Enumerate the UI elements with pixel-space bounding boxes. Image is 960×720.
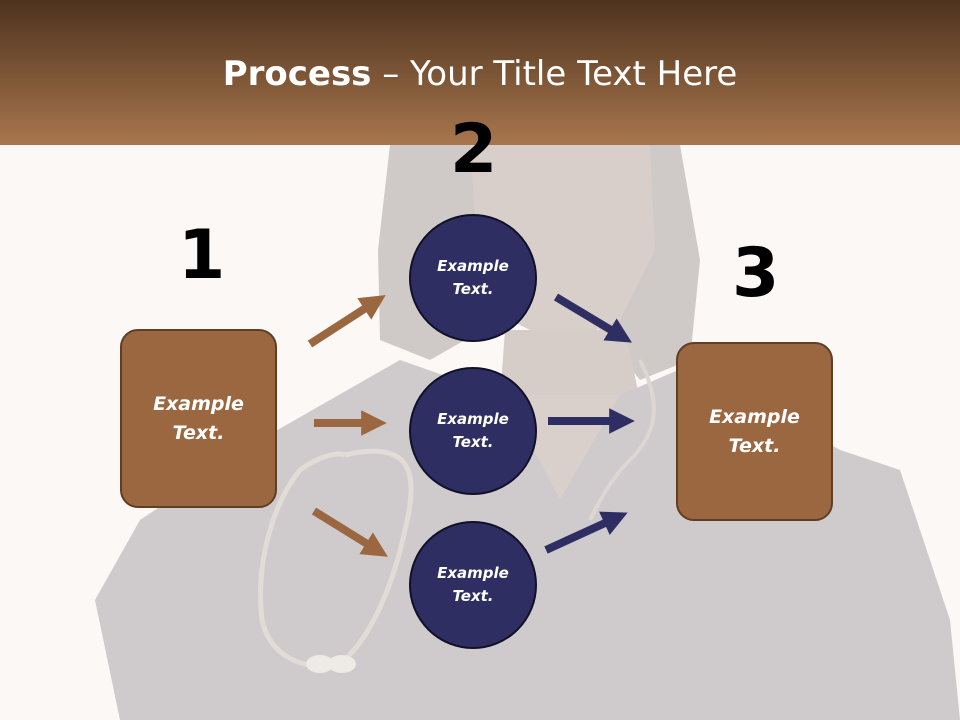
left-process-box: Example Text. [120, 329, 277, 508]
circle-bottom-text: Example Text. [437, 564, 509, 605]
arrow-left-to-top [307, 295, 386, 348]
right-process-box: Example Text. [676, 342, 833, 521]
circle-top-text: Example Text. [437, 257, 509, 298]
right-box-text: Example Text. [709, 405, 800, 457]
title-rest: – Your Title Text Here [371, 54, 738, 94]
title-bold: Process [222, 54, 372, 94]
slide-title: Process – Your Title Text Here [0, 52, 960, 96]
arrow-top-to-right [553, 293, 632, 343]
circle-middle-text: Example Text. [437, 410, 509, 451]
header-band [0, 0, 960, 145]
left-box-text: Example Text. [153, 392, 244, 444]
circle-bottom: Example Text. [409, 521, 537, 649]
arrow-left-to-bottom [311, 507, 388, 557]
step-number-2: 2 [450, 110, 498, 189]
circle-top: Example Text. [409, 214, 537, 342]
step-number-1: 1 [178, 216, 226, 295]
arrow-bottom-to-right [544, 511, 628, 554]
step-number-3: 3 [732, 234, 780, 313]
circle-middle: Example Text. [409, 367, 537, 495]
